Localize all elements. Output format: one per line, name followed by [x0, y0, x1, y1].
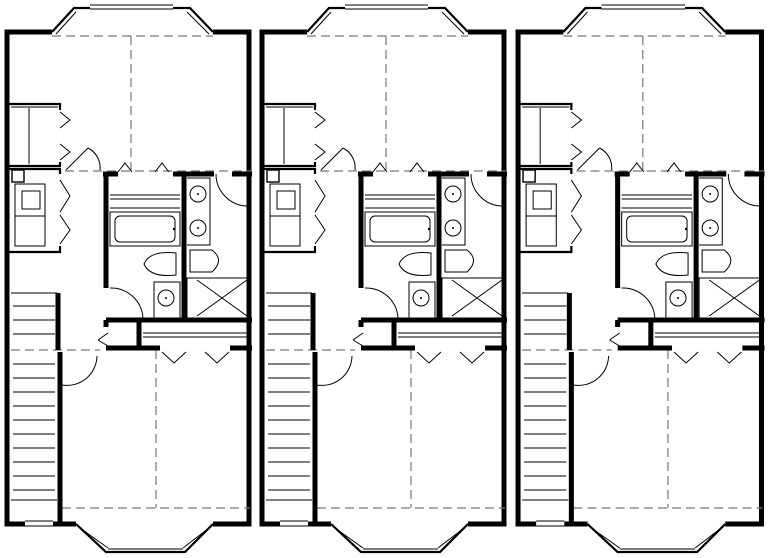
floor-plan: [4, 2, 768, 555]
